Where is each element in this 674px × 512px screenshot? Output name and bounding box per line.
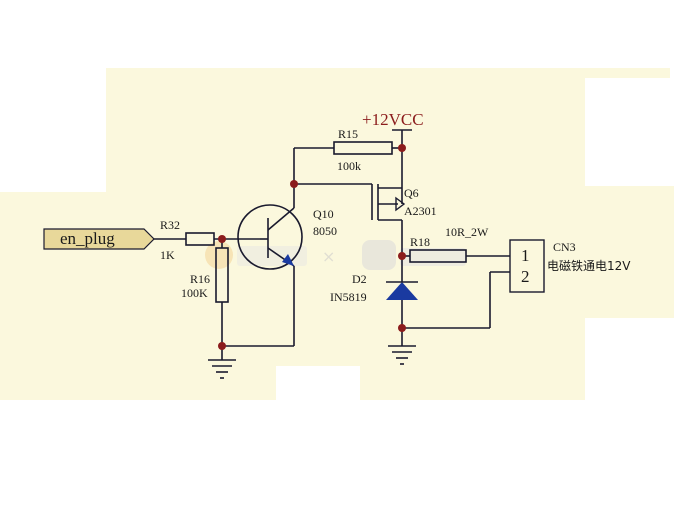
ground-icon [208,359,236,379]
r32-ref: R32 [160,218,180,232]
en-plug-port: en_plug [43,228,155,250]
r16-value: 100K [181,286,208,300]
cn3-value: 电磁铁通电12V [547,258,631,273]
connector-cn3: 1 2 CN3 电磁铁通电12V [509,239,631,293]
resistor-r15: R15 100k [333,127,393,173]
junctions [218,144,406,350]
svg-text:×: × [322,247,335,266]
r15-ref: R15 [338,127,358,141]
q6-value: A2301 [404,204,437,218]
ground-icon [388,345,416,365]
pmos-transistor-icon: Q6 A2301 [371,184,437,221]
cn3-pin2: 2 [521,267,530,286]
r18-value: 10R_2W [445,225,489,239]
r16-ref: R16 [190,272,210,286]
q10-ref: Q10 [313,207,334,221]
d2-value: IN5819 [330,290,367,304]
resistor-r32: R32 1K [160,218,215,262]
q6-ref: Q6 [404,186,419,200]
resistor-r16: R16 100K [181,247,229,303]
vcc-supply: +12VCC [362,110,424,131]
sheet-background [0,68,674,400]
r32-value: 1K [160,248,175,262]
r15-value: 100k [337,159,361,173]
npn-transistor-icon: Q10 8050 [237,204,337,270]
diode-icon: D2 IN5819 [330,272,418,304]
en-plug-label: en_plug [60,229,115,248]
r18-ref: R18 [410,235,430,249]
cn3-ref: CN3 [553,240,576,254]
q10-value: 8050 [313,224,337,238]
vcc-label: +12VCC [362,110,424,129]
d2-ref: D2 [352,272,367,286]
cn3-pin1: 1 [521,246,530,265]
resistor-r18: R18 10R_2W [409,225,489,263]
